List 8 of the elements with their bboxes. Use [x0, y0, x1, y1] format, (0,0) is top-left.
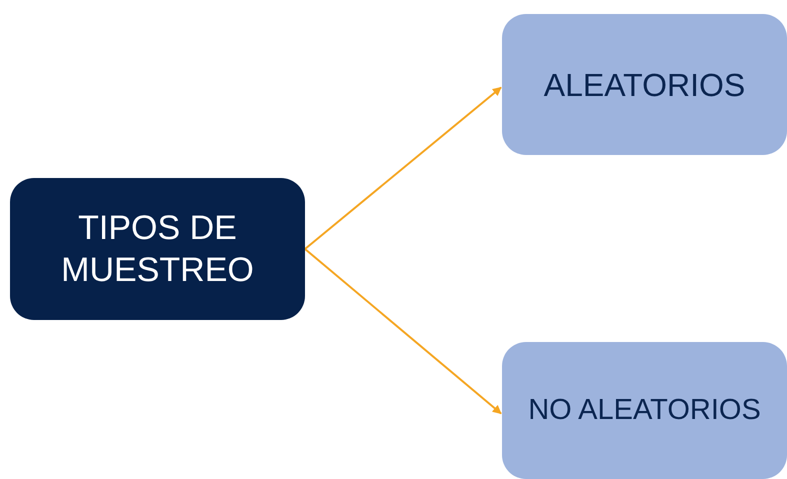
- node-label: NO ALEATORIOS: [528, 393, 761, 428]
- arrow: [304, 248, 502, 414]
- node-label: TIPOS DE MUESTREO: [60, 208, 255, 291]
- node-label: ALEATORIOS: [544, 66, 746, 104]
- process-box: [502, 14, 787, 155]
- arrow: [304, 86, 502, 250]
- process-box: [502, 342, 787, 479]
- process-box: [10, 178, 305, 320]
